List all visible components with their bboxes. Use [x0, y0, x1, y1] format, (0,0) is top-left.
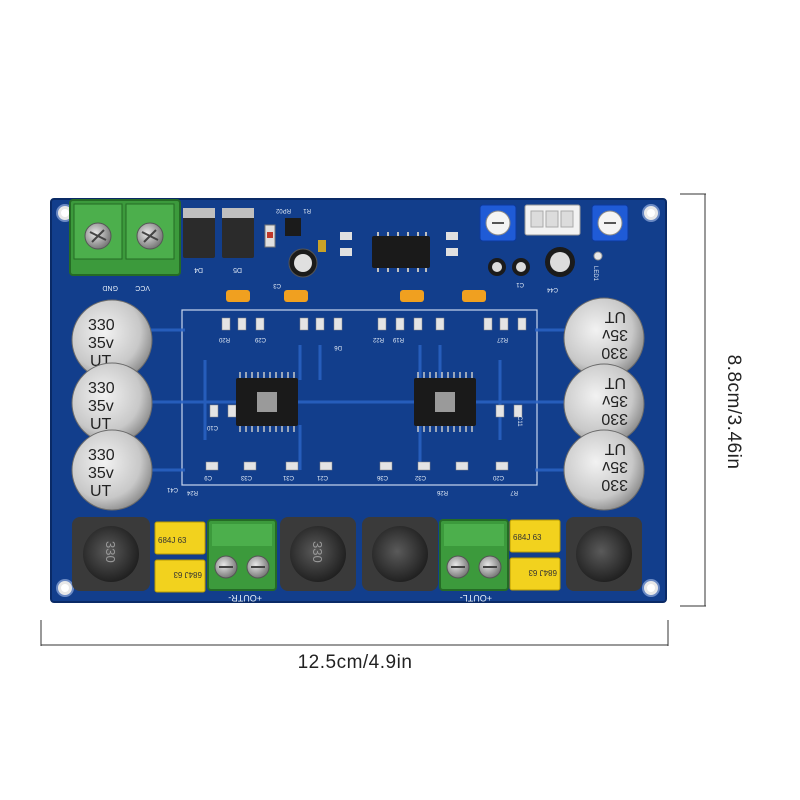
inductor-4 — [566, 517, 642, 591]
film-cap-text: 684J 63 — [158, 536, 187, 545]
output-terminal-right — [207, 519, 277, 591]
cap-text-value: 330 — [601, 476, 628, 493]
silk-r19: R19 — [392, 336, 404, 342]
cap-text-value: 330 — [601, 410, 628, 427]
silk-r1: R1 — [303, 207, 311, 213]
silk-c32: C32 — [414, 474, 426, 480]
film-cap-text: 684J 63 — [173, 570, 202, 579]
silk-c33: C33 — [240, 474, 252, 480]
silk-r22: R22 — [372, 336, 384, 342]
capacitor-right-3: 330 35v UT — [563, 429, 645, 511]
small-electrolytic-caps — [488, 247, 603, 277]
cap-text-voltage: 35v — [88, 335, 114, 352]
width-dimension-label: 12.5cm/4.9in — [297, 652, 413, 673]
silk-c1: C1 — [516, 281, 524, 287]
silk-c44: C44 — [546, 286, 558, 292]
audio-input-connector — [524, 204, 581, 236]
inductor-text: 330 — [310, 541, 325, 563]
silk-r24: R24 — [186, 489, 198, 495]
silk-r7: R7 — [510, 489, 518, 495]
cap-text-voltage: 35v — [88, 398, 114, 415]
height-dimension-line — [680, 193, 706, 607]
orange-smd-caps — [226, 290, 486, 302]
silk-c20: C20 — [492, 474, 504, 480]
smd-components-top — [264, 218, 458, 278]
capacitor-left-1: 330 35v UT — [71, 299, 153, 381]
silk-gnd: GND — [102, 284, 118, 291]
inductor-3 — [362, 517, 438, 591]
capacitor-left-3: 330 35v UT — [71, 429, 153, 511]
cap-text-value: 330 — [88, 447, 115, 464]
amplifier-ic-right — [236, 372, 298, 432]
power-terminal-block — [69, 199, 181, 276]
cap-text-value: 330 — [88, 380, 115, 397]
silk-c29: C29 — [254, 336, 266, 342]
potentiometer-left-channel — [591, 204, 629, 242]
cap-text-voltage: 35v — [602, 458, 628, 475]
cap-text-brand: UT — [604, 308, 626, 325]
cap-text-voltage: 35v — [602, 326, 628, 343]
capacitor-right-1: 330 35v UT — [563, 297, 645, 379]
silk-c41: C41 — [166, 486, 178, 492]
silk-c3: C3 — [273, 282, 281, 288]
silk-r27: R27 — [496, 336, 508, 342]
cap-text-value: 330 — [601, 344, 628, 361]
inductor-2: 330 — [280, 517, 356, 591]
silk-vcc: VCC — [135, 284, 150, 291]
silk-outr: +OUTR- — [228, 593, 262, 603]
cap-text-brand: UT — [604, 374, 626, 391]
width-dimension-line — [40, 620, 669, 646]
cap-text-voltage: 35v — [602, 392, 628, 409]
silk-c21: C21 — [316, 474, 328, 480]
film-capacitors-right: 684J 63 684J 63 — [154, 521, 206, 593]
inductor-text: 330 — [103, 541, 118, 563]
silk-c31: C31 — [282, 474, 294, 480]
silk-rp02: RP02 — [275, 207, 291, 213]
output-terminal-left — [439, 519, 509, 591]
silk-r26: R26 — [436, 489, 448, 495]
silk-d6: D6 — [334, 344, 342, 350]
diodes — [183, 208, 254, 258]
silk-d5: D5 — [233, 266, 242, 273]
film-cap-text: 684J 63 — [528, 568, 557, 577]
silk-r20: R20 — [218, 336, 230, 342]
silk-c11: C11 — [516, 416, 522, 427]
cap-text-brand: UT — [90, 483, 112, 500]
cap-text-value: 330 — [88, 317, 115, 334]
potentiometer-right-channel — [479, 204, 517, 242]
silk-c9: C9 — [204, 474, 212, 480]
silk-led1: LED1 — [592, 266, 598, 282]
film-capacitors-left: 684J 63 684J 63 — [509, 519, 561, 591]
silk-d4: D4 — [194, 266, 203, 273]
silk-c10: C10 — [206, 424, 218, 430]
silk-c36: C36 — [376, 474, 388, 480]
amplifier-ic-left — [414, 372, 476, 432]
cap-text-brand: UT — [604, 440, 626, 457]
capacitor-left-2: 330 35v UT — [71, 362, 153, 444]
cap-text-voltage: 35v — [88, 465, 114, 482]
opamp-ic — [372, 232, 430, 272]
inductor-1: 330 — [72, 517, 150, 591]
silk-outl: +OUTL- — [460, 593, 492, 603]
height-dimension-label: 8.8cm/3.46in — [723, 354, 744, 470]
cap-text-brand: UT — [90, 416, 112, 433]
smd-resistors — [205, 317, 527, 471]
film-cap-text: 684J 63 — [513, 533, 542, 542]
capacitor-right-2: 330 35v UT — [563, 363, 645, 445]
silkscreen-frame — [181, 309, 538, 486]
